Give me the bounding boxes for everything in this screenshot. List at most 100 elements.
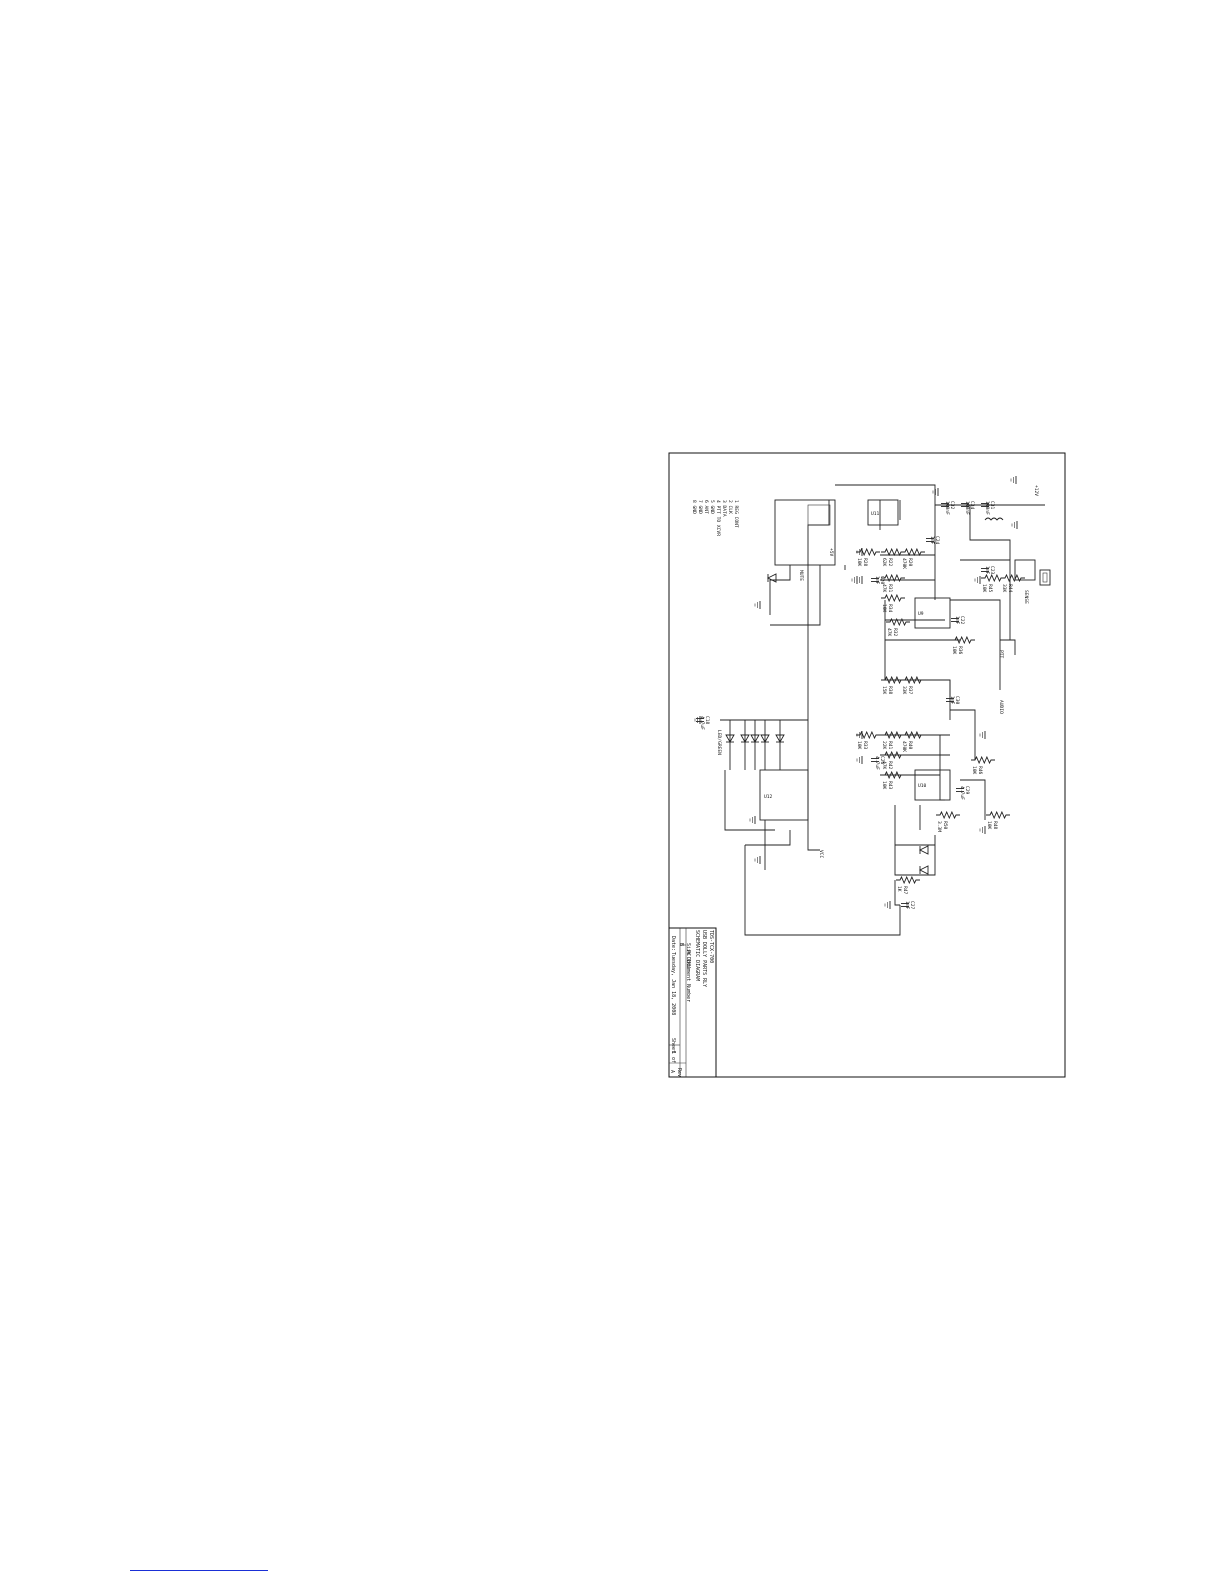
size-label: Size	[685, 943, 691, 955]
sheet-label: Sheet	[670, 1038, 676, 1053]
capacitor-c32-value: 100nF	[944, 501, 950, 515]
ic-u11: U11	[867, 499, 899, 526]
resistor-r22	[881, 547, 905, 557]
diode-d2	[918, 865, 929, 875]
resistor-r42-value: 47K	[881, 761, 887, 770]
resistor-r31-value: 47K	[881, 584, 887, 593]
resistor-r31	[881, 573, 905, 583]
connector-pin-5: 5 GND	[709, 500, 715, 514]
capacitor-c31-ref: C31	[989, 501, 995, 510]
capacitor-c26-value: 4.7uF	[874, 756, 880, 770]
ground-symbol	[1010, 476, 1017, 484]
resistor-r28	[856, 547, 880, 557]
resistor-r50-value: 3.3M	[936, 821, 942, 832]
resistor-r28-ref: R28	[862, 558, 868, 567]
resistor-r48-ref: R48	[992, 821, 998, 830]
led-d9	[760, 734, 770, 743]
connector-pin-7: 7 GND	[697, 500, 703, 514]
resistor-r46	[971, 755, 995, 765]
resistor-r36-ref: R36	[957, 646, 963, 655]
ground-symbol	[932, 488, 939, 496]
title-line-1: TDS-TCX-700	[708, 930, 714, 963]
resistor-r33	[856, 730, 880, 740]
net-label-3: PTT	[998, 650, 1004, 659]
connector-pin-1: 1 REG CONT	[733, 500, 739, 528]
resistor-r34	[881, 593, 905, 603]
net-label-4: VCC	[818, 850, 824, 859]
ic-u9-ref: U9	[918, 611, 924, 617]
led-d6	[725, 734, 735, 743]
resistor-r32-value: 47K	[886, 628, 892, 637]
resistor-r33-value: 10K	[856, 741, 862, 750]
ground-symbol	[749, 816, 756, 824]
rev-label: Rev	[676, 1068, 682, 1077]
capacitor-c30-ref: C30	[954, 696, 960, 705]
resistor-r38-ref: R38	[887, 686, 893, 695]
capacitor-c20-value: 1nF	[874, 576, 880, 585]
resistor-r50	[936, 810, 960, 820]
capacitor-c24-ref: C24	[934, 536, 940, 545]
resistor-r45-value: 10K	[981, 584, 987, 593]
capacitor-c32-ref: C32	[949, 501, 955, 510]
document-number-label: Document Number	[685, 957, 691, 1002]
capacitor-c22-ref: C22	[959, 616, 965, 625]
resistor-r38	[881, 675, 905, 685]
capacitor-c34-value: 100nF	[964, 501, 970, 515]
resistor-r20-value: 470K	[901, 558, 907, 569]
resistor-r34-ref: R34	[887, 604, 893, 613]
resistor-r36	[951, 635, 975, 645]
capacitor-c22-value: 1nF	[954, 616, 960, 625]
capacitor-c26	[871, 758, 879, 762]
capacitor-layer: C201nFC264.7uFC241nFC221nFC294.7uFC301nF…	[696, 501, 995, 910]
capacitor-c27-value: 1nF	[904, 901, 910, 910]
ground-symbol	[754, 856, 761, 864]
net-label-5: SENSE	[1023, 590, 1029, 604]
resistor-r44-ref: R44	[1007, 584, 1013, 593]
led-d8	[750, 734, 760, 743]
capacitor-c27-ref: C27	[909, 901, 915, 910]
date-label: Date:	[670, 936, 676, 951]
connector-j1: 1 REG CONT 2 CLK 3 DATA 4 PTT TO XCVR 5 …	[691, 499, 836, 566]
led-d10	[775, 734, 785, 743]
ground-symbol	[856, 548, 863, 556]
diode-d5	[766, 573, 777, 583]
resistor-r40-ref: R40	[907, 741, 913, 750]
resistor-r42	[881, 750, 905, 760]
net-label-2: AUDIO	[998, 700, 1004, 714]
capacitor-c34-ref: C34	[969, 501, 975, 510]
led-value-label: LED/GREEN	[716, 730, 722, 755]
sheet-value: 1 of	[670, 1051, 676, 1063]
capacitor-c31	[981, 503, 989, 507]
resistor-r41-ref: R41	[887, 741, 893, 750]
connector-pin-8: 8 GND	[691, 500, 697, 514]
ground-symbol	[884, 901, 891, 909]
ground-symbol	[694, 716, 701, 724]
resistor-r43	[881, 770, 905, 780]
resistor-r20	[901, 547, 925, 557]
ic-u10: U10	[914, 769, 951, 801]
title-block: TDS-TCX-700 USB DOLLY PARTS RLY SCHEMATI…	[668, 927, 717, 1078]
capacitor-c20-ref: C20	[879, 576, 885, 585]
ground-symbol	[1011, 521, 1018, 529]
resistor-r43-ref: R43	[887, 781, 893, 790]
drawing-border	[668, 452, 1066, 1078]
footer-link-underline[interactable]	[130, 1570, 268, 1571]
resistor-r40-value: 470K	[901, 741, 907, 752]
ground-symbol	[856, 576, 863, 584]
resistor-r34-value: 10K	[881, 604, 887, 613]
ground-symbol-layer	[694, 476, 1018, 909]
connector-pin-3: 3 DATA	[721, 500, 727, 517]
resistor-r28-value: 10K	[856, 558, 862, 567]
capacitor-c20	[871, 578, 879, 582]
ic-u9: U9	[914, 597, 951, 629]
ground-symbol	[851, 576, 858, 584]
resistor-r47-value: 1K	[896, 886, 902, 892]
resistor-r37-ref: R37	[907, 686, 913, 695]
led-row: LED/GREEN	[716, 730, 785, 755]
capacitor-c24-value: 1nF	[929, 536, 935, 545]
size-value: B	[678, 943, 684, 946]
capacitor-c30	[946, 698, 954, 702]
